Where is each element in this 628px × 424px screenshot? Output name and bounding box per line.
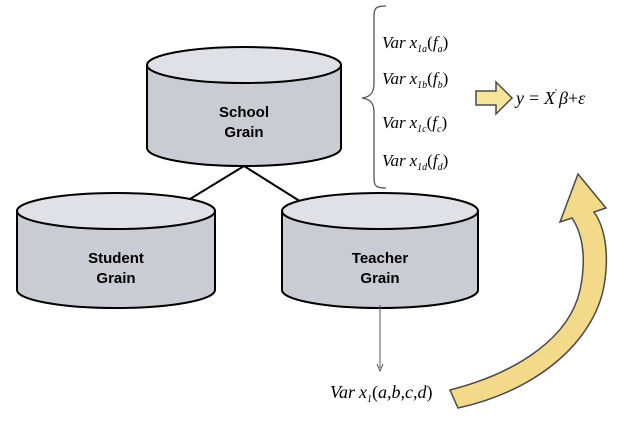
down-arrow-head-icon (376, 363, 384, 373)
curly-brace (361, 5, 387, 189)
curved-arrow-icon (448, 172, 608, 409)
school-grain-cylinder: School Grain (146, 46, 342, 167)
teacher-grain-label-line2: Grain (360, 270, 399, 287)
student-grain-label-line1: Student (88, 250, 144, 267)
school-grain-label-line2: Grain (224, 124, 263, 141)
school-grain-label-line1: School (219, 104, 269, 121)
regression-equation: y=X'β+ε (514, 88, 586, 108)
connector-school-teacher (243, 165, 307, 206)
student-grain-label-line2: Grain (96, 270, 135, 287)
teacher-grain-cylinder: Teacher Grain (281, 192, 479, 309)
student-grain-cylinder: Student Grain (16, 192, 216, 309)
right-arrow-icon (475, 80, 514, 116)
teacher-grain-label-line1: Teacher (352, 250, 409, 267)
